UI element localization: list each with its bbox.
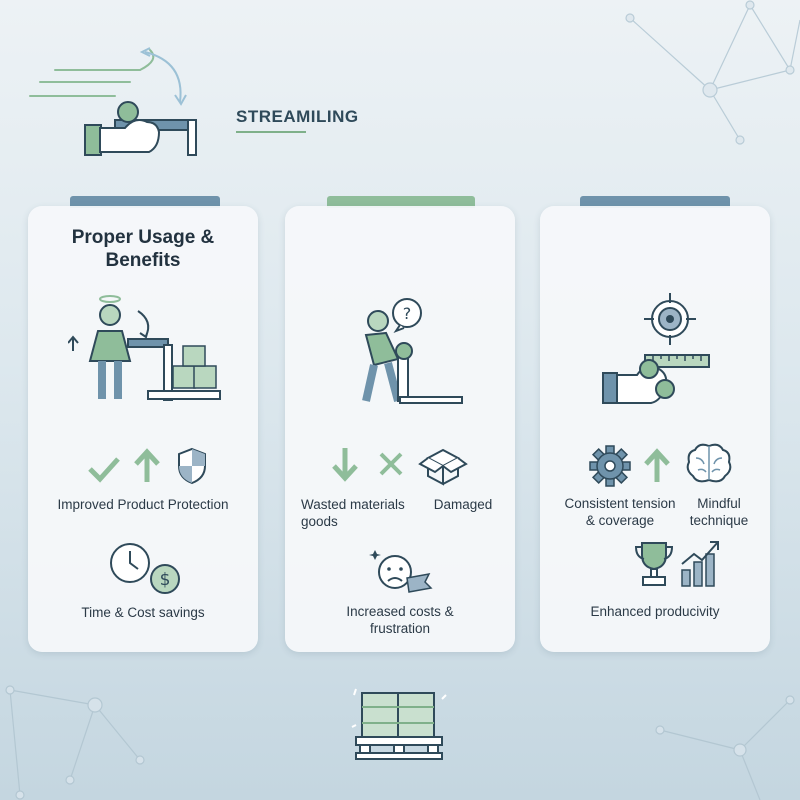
- benefit-label-protection: Improved Product Protection: [57, 497, 229, 512]
- arrow-down-icon: [332, 448, 358, 482]
- mastery-label-productivity: Enhanced producivity: [590, 604, 720, 619]
- dollar-icon: $: [150, 564, 180, 594]
- arrow-up-icon: [134, 448, 160, 482]
- shield-icon: [178, 447, 206, 485]
- card-mastery-precision: Consistent tension & coverage Mindful te…: [540, 206, 770, 652]
- clock-icon: [110, 543, 150, 583]
- card-title: Proper Usage & Benefits: [71, 227, 215, 271]
- benefit-label-savings: Time & Cost savings: [81, 605, 205, 620]
- open-box-icon: [418, 448, 468, 486]
- network-decoration-top-right: [625, 0, 800, 145]
- frustrated-face-icon: [369, 550, 433, 593]
- mistake-label-costs: Increased costs & frustration: [346, 604, 454, 636]
- brain-icon: [686, 443, 732, 483]
- arrow-up-icon: [644, 448, 670, 482]
- brand-underline: [236, 131, 306, 133]
- card-common-mistakes: ? Wasted materials goods Damaged Increas…: [285, 206, 515, 652]
- network-decoration-bottom-right: [655, 695, 795, 800]
- x-icon: [379, 452, 403, 476]
- mistake-label-wasted: Wasted materials goods: [301, 497, 405, 529]
- mistake-label-damaged: Damaged: [433, 497, 493, 512]
- svg-text:$: $: [160, 570, 171, 590]
- header-hand-wrap-icon: [29, 47, 197, 156]
- card-tab-mistakes: [327, 196, 475, 208]
- precision-target-hand-icon: [602, 293, 710, 404]
- mastery-label-technique: Mindful technique: [689, 496, 749, 528]
- network-decoration-bottom-left: [5, 685, 145, 800]
- card-tab-mastery: [580, 196, 730, 208]
- wrapped-pallet-icon: [351, 688, 447, 760]
- worker-wrapping-icon: [68, 295, 221, 401]
- brand-title: STREAMILING: [236, 107, 359, 126]
- check-icon: [88, 457, 120, 483]
- trophy-icon: [634, 542, 674, 586]
- card-tab-usage: [70, 196, 220, 208]
- gear-icon: [589, 445, 631, 487]
- growth-chart-icon: [681, 541, 719, 587]
- card-proper-usage: Proper Usage & Benefits Improved Product…: [28, 206, 258, 652]
- mastery-label-tension: Consistent tension & coverage: [564, 496, 676, 528]
- confused-worker-icon: ?: [362, 298, 463, 404]
- svg-text:?: ?: [403, 304, 412, 323]
